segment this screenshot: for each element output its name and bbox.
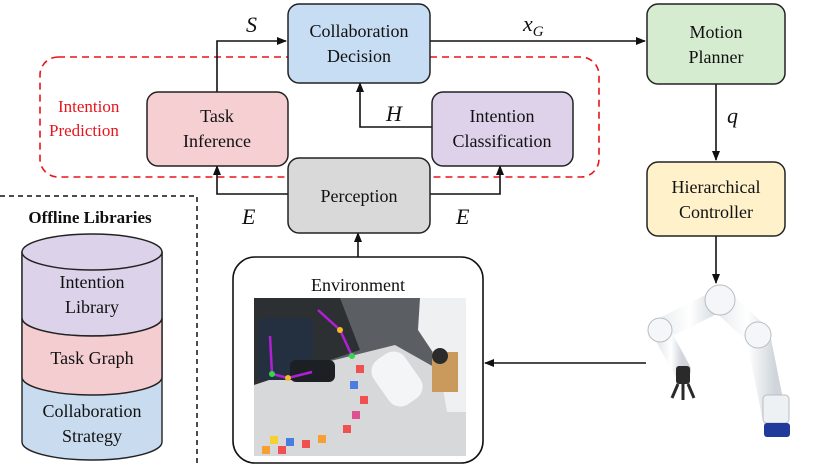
- group-label-line1: Intention: [58, 97, 120, 116]
- environment-node: Environment: [232, 256, 484, 464]
- environment-photo: [254, 298, 466, 456]
- offline-libraries-title: Offline Libraries: [28, 208, 152, 227]
- motion-planner-node: Motion Planner: [646, 3, 786, 85]
- edge-label-e-right: E: [455, 204, 470, 229]
- edge-label-xg-sub: G: [533, 24, 544, 40]
- library-layer-intention-line1: Intention: [60, 272, 125, 292]
- intention-classification-node: Intention Classification: [431, 91, 574, 167]
- hierarchical-controller-node: Hierarchical Controller: [646, 161, 786, 237]
- edge-label-xg-base: x: [522, 11, 533, 36]
- intention-classification-line1: Intention: [470, 106, 535, 126]
- library-layer-task-graph: Task Graph: [50, 348, 133, 368]
- task-inference-line1: Task: [200, 106, 234, 126]
- perception-node: Perception: [287, 157, 431, 234]
- edge-label-e-left: E: [241, 204, 256, 229]
- task-inference-node: Task Inference: [146, 91, 289, 167]
- library-layer-strategy: Collaboration Strategy: [43, 401, 142, 446]
- hierarchical-controller-line1: Hierarchical: [672, 177, 761, 197]
- group-label-line2: Prediction: [49, 121, 119, 140]
- library-layer-strategy-line1: Collaboration: [43, 401, 142, 421]
- motion-planner-line1: Motion: [689, 22, 742, 42]
- library-layer-intention: Intention Library: [60, 272, 125, 317]
- library-layer-intention-line2: Library: [65, 297, 119, 317]
- library-cylinder: [21, 233, 163, 461]
- motion-planner-line2: Planner: [689, 47, 744, 67]
- edge-classification-to-decision: [356, 82, 432, 128]
- edge-perception-to-task: [213, 165, 288, 195]
- library-layer-strategy-line2: Strategy: [62, 426, 122, 446]
- edge-task-to-decision: [216, 37, 287, 92]
- edge-label-q: q: [727, 103, 738, 128]
- offline-libraries-frame: [0, 195, 198, 467]
- collaboration-decision-node: Collaboration Decision: [287, 3, 431, 84]
- library-layer-task-graph-line1: Task Graph: [50, 348, 133, 368]
- environment-label: Environment: [311, 275, 405, 295]
- intention-classification-line2: Classification: [453, 131, 552, 151]
- robot-arm-image: [647, 284, 790, 437]
- edge-label-s: S: [246, 12, 257, 37]
- collaboration-decision-line1: Collaboration: [310, 21, 409, 41]
- perception-label: Perception: [321, 186, 398, 206]
- edge-label-xg: xG: [522, 11, 544, 40]
- collaboration-decision-line2: Decision: [327, 46, 391, 66]
- edge-perception-to-classification: [430, 165, 504, 195]
- task-inference-line2: Inference: [183, 131, 251, 151]
- edge-label-h: H: [385, 101, 403, 126]
- hierarchical-controller-line2: Controller: [679, 202, 753, 222]
